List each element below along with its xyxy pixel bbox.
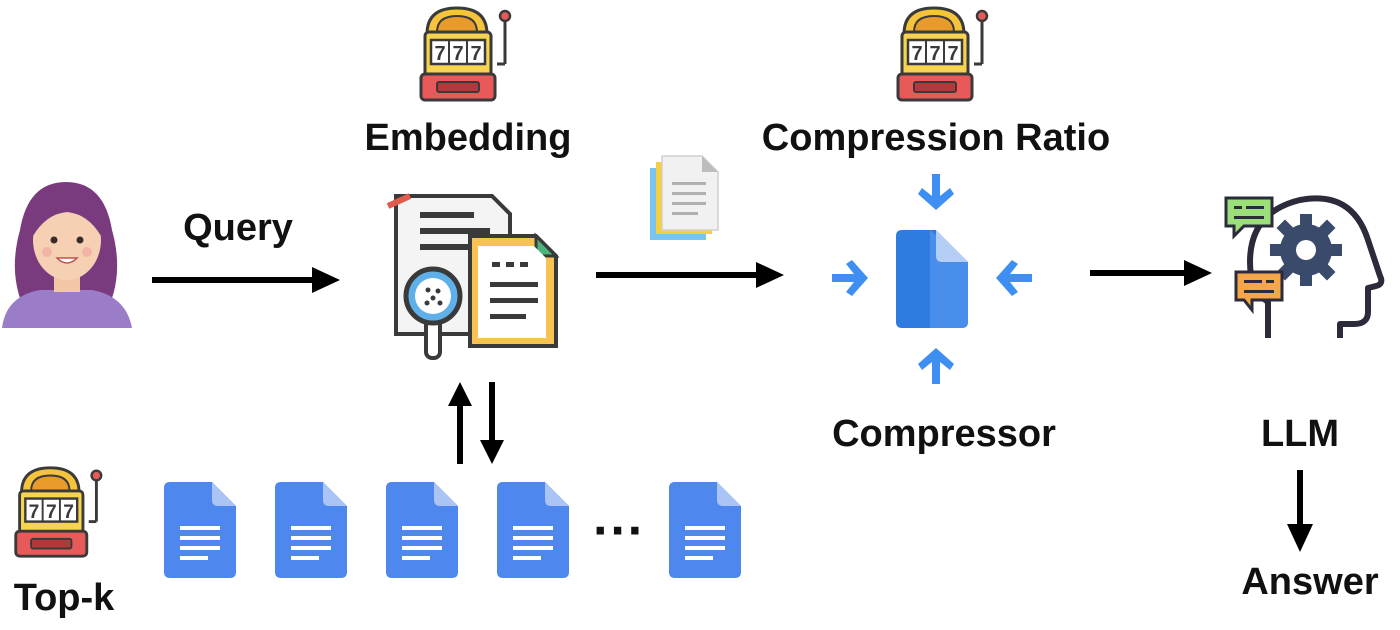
slot-machine-icon bbox=[419, 6, 512, 102]
document-icon bbox=[164, 482, 236, 578]
slot-machine-icon bbox=[14, 466, 103, 558]
query-arrow bbox=[152, 267, 340, 293]
compress-arrow-right-icon bbox=[832, 260, 868, 296]
document-icon bbox=[275, 482, 347, 578]
ellipsis-label: ··· bbox=[593, 502, 645, 560]
document-icon bbox=[669, 482, 741, 578]
to-llm-arrow bbox=[1090, 260, 1212, 286]
top-k-label: Top-k bbox=[14, 577, 115, 619]
document-icon bbox=[386, 482, 458, 578]
compressor-icon bbox=[832, 174, 1032, 384]
llm-brain-icon bbox=[1224, 195, 1385, 338]
query-label: Query bbox=[183, 207, 293, 249]
retrieval-arrows bbox=[448, 382, 504, 464]
slot-machine-icon bbox=[896, 6, 989, 102]
to-compressor-arrow bbox=[596, 262, 784, 288]
compressor-label: Compressor bbox=[832, 413, 1056, 455]
answer-label: Answer bbox=[1241, 561, 1378, 603]
to-answer-arrow bbox=[1287, 470, 1313, 552]
embedding-label: Embedding bbox=[365, 117, 572, 159]
compression-ratio-label: Compression Ratio bbox=[762, 117, 1110, 159]
llm-label: LLM bbox=[1261, 413, 1339, 455]
document-icon bbox=[497, 482, 569, 578]
user-avatar-icon bbox=[2, 182, 132, 328]
compress-arrow-up-icon bbox=[918, 348, 954, 384]
document-search-icon bbox=[386, 193, 560, 360]
compress-arrow-down-icon bbox=[918, 174, 954, 210]
compress-arrow-left-icon bbox=[996, 260, 1032, 296]
retrieved-documents-icon bbox=[650, 155, 719, 240]
